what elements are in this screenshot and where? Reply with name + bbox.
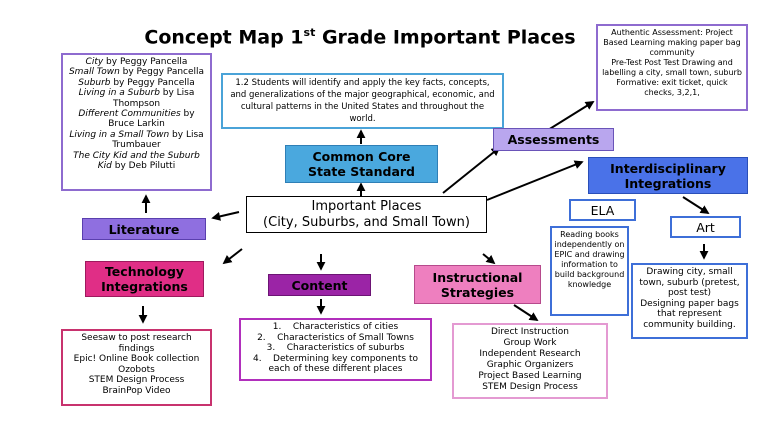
strategy-item: Group Work (503, 338, 557, 348)
content-item: 1. Characteristics of cities (272, 322, 399, 332)
technology-item: Epic! Online Book collection (73, 354, 200, 365)
literature-book: Living in a Suburb by Lisa Thompson (78, 88, 195, 109)
assessment-item: Formative: exit ticket, quick checks, 3,… (616, 78, 728, 97)
content-item: 4. Determining key components to each of… (253, 353, 418, 375)
art-node: Art (670, 216, 741, 238)
arrow-to-interdisciplinary (486, 160, 584, 201)
content-list: 1. Characteristics of cities 2. Characte… (239, 318, 432, 381)
art-detail-item: Designing paper bags that represent comm… (640, 298, 739, 330)
central-topic-node: Important Places(City, Suburbs, and Smal… (246, 196, 487, 233)
arrow-to-strategy-details (513, 304, 539, 321)
literature-book: Small Town by Peggy Pancella (68, 67, 205, 78)
ela-node: ELA (569, 199, 636, 221)
ela-detail: Reading books independently on EPIC and … (550, 226, 629, 316)
literature-book: Suburb by Peggy Pancella (78, 77, 195, 88)
art-detail: Drawing city, small town, suburb (pretes… (631, 263, 748, 339)
literature-book: Living in a Small Town by Lisa Trumbauer (69, 129, 204, 151)
strategy-item: Graphic Organizers (486, 360, 574, 370)
assessments-node: Assessments (493, 128, 614, 151)
arrow-to-art (682, 196, 710, 214)
strategy-details: Direct Instruction Group Work Independen… (452, 323, 608, 399)
technology-item: Seesaw to post research findings (81, 333, 192, 354)
assessment-item: Pre-Test Post Test Drawing and labelling… (602, 58, 742, 77)
strategy-item: Project Based Learning (478, 371, 582, 381)
content-node: Content (268, 274, 371, 296)
page-title: Concept Map 1st Grade Important Places (144, 26, 576, 49)
arrow-to-assessments (442, 146, 501, 194)
arrow-to-assessment-details (547, 101, 595, 131)
assessment-details: Authentic Assessment: Project Based Lear… (596, 24, 748, 111)
assessment-item: Authentic Assessment: Project Based Lear… (603, 28, 741, 57)
strategy-item: STEM Design Process (482, 382, 578, 392)
arrow-to-technology (222, 248, 243, 265)
content-item: 2. Characteristics of Small Towns (257, 332, 414, 343)
literature-list: City by Peggy Pancella Small Town by Peg… (61, 53, 212, 191)
technology-details: Seesaw to post research findings Epic! O… (61, 329, 212, 406)
literature-book: The City Kid and the Suburb Kid by Deb P… (73, 150, 200, 172)
strategy-item: Direct Instruction (491, 327, 569, 337)
literature-book: City by Peggy Pancella (85, 57, 188, 67)
technology-item: Ozobots (118, 364, 155, 375)
technology-item: BrainPop Video (102, 385, 171, 396)
content-item: 3. Characteristics of suburbs (266, 343, 405, 354)
strategy-item: Independent Research (479, 349, 581, 359)
literature-book: Different Communities by Bruce Larkin (78, 109, 195, 130)
arrow-to-instructional (482, 253, 496, 265)
arrow-to-literature (211, 211, 240, 221)
literature-node: Literature (82, 218, 206, 240)
technology-item: STEM Design Process (88, 375, 185, 386)
standard-description: 1.2 Students will identify and apply the… (221, 73, 504, 129)
art-detail-item: Drawing city, small town, suburb (pretes… (639, 267, 740, 299)
